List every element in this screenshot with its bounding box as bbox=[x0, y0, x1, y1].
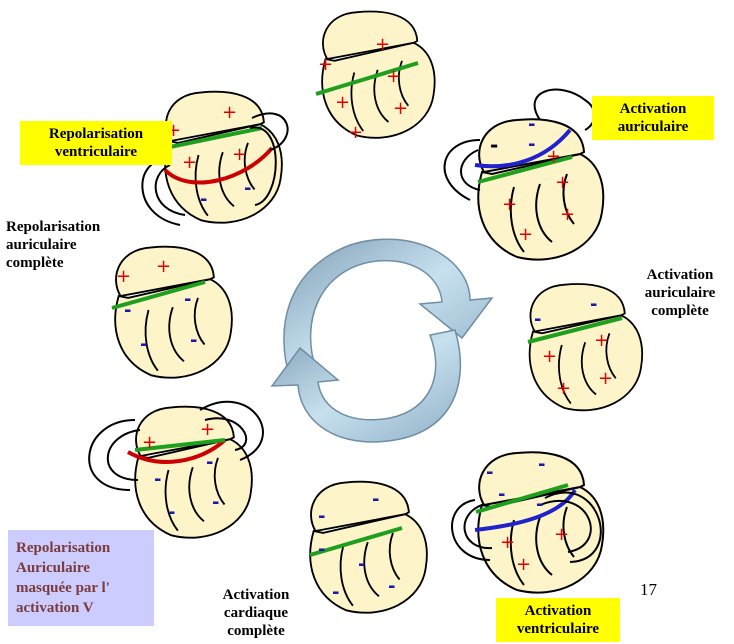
svg-text:-: - bbox=[154, 469, 161, 490]
central-cycle-arrows bbox=[272, 239, 492, 442]
svg-text:-: - bbox=[358, 554, 365, 575]
svg-text:+: + bbox=[518, 224, 533, 245]
svg-text:-: - bbox=[168, 502, 175, 523]
label-activation-ventriculaire: Activation ventriculaire bbox=[496, 598, 620, 642]
svg-text:+: + bbox=[546, 146, 561, 167]
svg-text:+: + bbox=[555, 172, 570, 193]
svg-text:+: + bbox=[556, 378, 571, 399]
label-activation-auriculaire-complete: Activation auriculaire complète bbox=[628, 266, 732, 320]
label-repolarisation-auriculaire-complete: Repolarisation auriculaire complète bbox=[6, 218, 118, 272]
svg-text:-: - bbox=[528, 134, 535, 155]
heart-activation-cardiaque-complete: - - - - - - bbox=[310, 482, 427, 613]
svg-text:+: + bbox=[386, 66, 401, 87]
svg-text:+: + bbox=[232, 144, 247, 165]
svg-text:-: - bbox=[490, 133, 498, 157]
svg-text:+: + bbox=[393, 98, 408, 119]
svg-text:-: - bbox=[212, 492, 219, 513]
svg-text:-: - bbox=[332, 582, 339, 603]
label-repolarisation-masquee: Repolarisation Auriculaire masquée par l… bbox=[8, 530, 154, 626]
svg-text:-: - bbox=[206, 452, 213, 473]
svg-text:-: - bbox=[486, 462, 493, 483]
heart-resting-top: + + + + + + bbox=[316, 12, 435, 143]
svg-text:-: - bbox=[534, 309, 541, 330]
svg-text:+: + bbox=[554, 524, 569, 545]
svg-text:+: + bbox=[375, 34, 390, 55]
svg-text:+: + bbox=[560, 204, 575, 225]
svg-text:-: - bbox=[200, 189, 207, 210]
heart-repolarisation-auriculaire-complete: + + - - - - bbox=[112, 247, 232, 378]
svg-text:-: - bbox=[244, 178, 251, 199]
svg-text:-: - bbox=[536, 494, 543, 515]
svg-text:-: - bbox=[318, 539, 325, 560]
svg-text:-: - bbox=[528, 114, 535, 135]
svg-text:-: - bbox=[372, 489, 379, 510]
svg-text:+: + bbox=[142, 432, 157, 453]
svg-text:+: + bbox=[335, 92, 350, 113]
svg-text:-: - bbox=[318, 506, 325, 527]
svg-text:+: + bbox=[116, 266, 131, 287]
svg-text:+: + bbox=[502, 194, 517, 215]
svg-text:-: - bbox=[190, 330, 197, 351]
heart-repolarisation-masquee: + + - - - - bbox=[89, 402, 263, 538]
svg-text:+: + bbox=[182, 152, 197, 173]
heart-activation-auriculaire-complete: - - + + + + bbox=[528, 284, 642, 410]
svg-text:+: + bbox=[200, 419, 215, 440]
svg-text:+: + bbox=[156, 256, 171, 277]
svg-text:+: + bbox=[598, 368, 613, 389]
svg-text:+: + bbox=[348, 122, 363, 143]
heart-activation-ventriculaire: - - - - + + + bbox=[452, 452, 603, 592]
svg-text:+: + bbox=[222, 102, 237, 123]
page-number: 17 bbox=[640, 580, 657, 600]
svg-text:-: - bbox=[498, 484, 505, 505]
label-repolarisation-ventriculaire: Repolarisation ventriculaire bbox=[20, 121, 172, 165]
svg-text:+: + bbox=[594, 330, 609, 351]
label-activation-cardiaque-complete: Activation cardiaque complète bbox=[196, 586, 316, 640]
label-activation-auriculaire: Activation auriculaire bbox=[592, 96, 714, 140]
svg-text:+: + bbox=[516, 554, 531, 575]
heart-activation-auriculaire: - - - + + + + + bbox=[445, 90, 604, 260]
svg-text:+: + bbox=[500, 532, 515, 553]
svg-text:-: - bbox=[184, 289, 191, 310]
svg-text:-: - bbox=[590, 294, 597, 315]
svg-text:-: - bbox=[124, 300, 131, 321]
svg-text:-: - bbox=[388, 576, 395, 597]
svg-text:-: - bbox=[538, 454, 545, 475]
svg-text:+: + bbox=[318, 54, 333, 75]
svg-text:+: + bbox=[542, 346, 557, 367]
svg-text:-: - bbox=[140, 334, 147, 355]
